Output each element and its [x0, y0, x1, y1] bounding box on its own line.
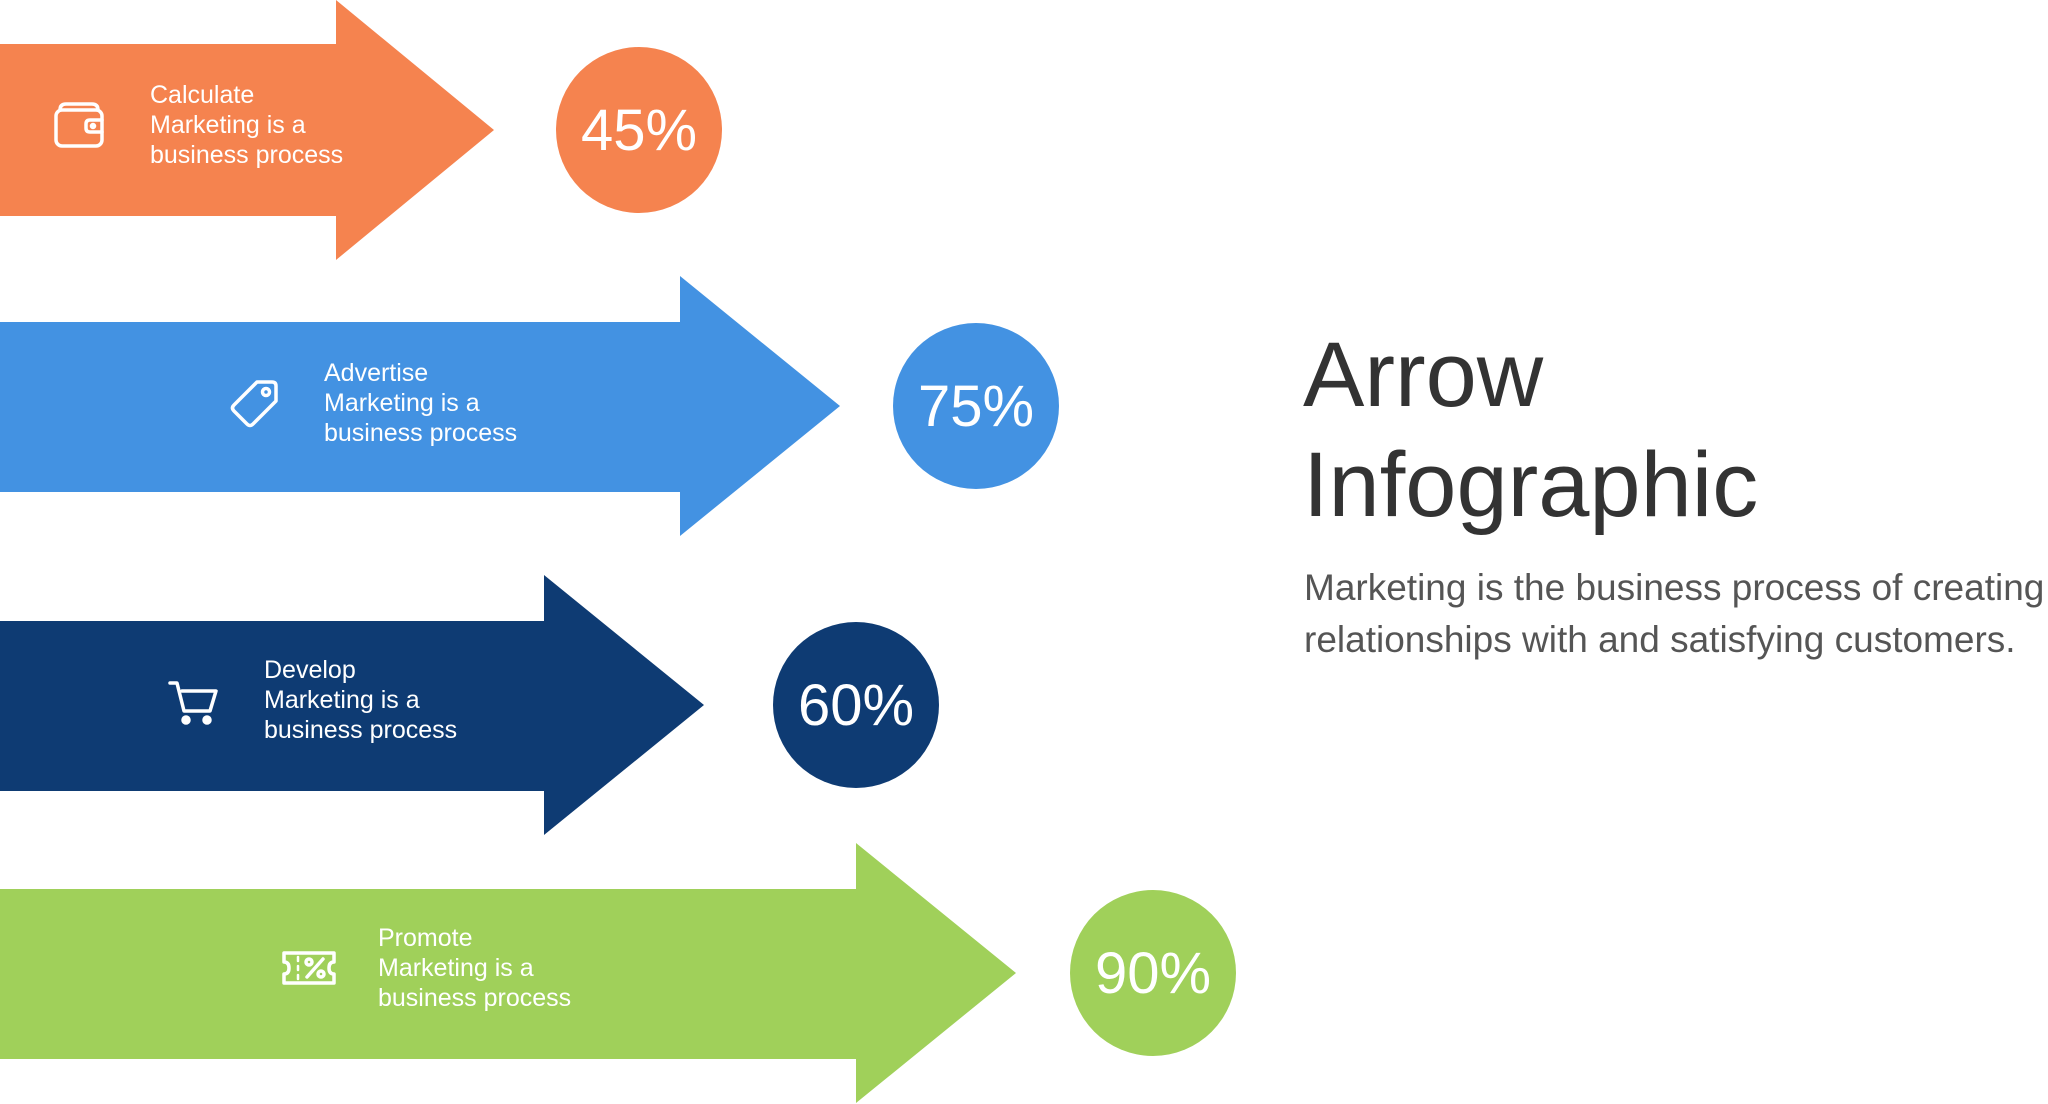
shopping-cart-icon — [166, 671, 224, 729]
step-description: Marketing is a business process — [378, 954, 572, 1012]
percent-badge: 90% — [1070, 890, 1236, 1056]
arrow-shape — [0, 575, 704, 835]
arrow-step-develop: Develop Marketing is a business process … — [0, 575, 1300, 835]
step-title: Advertise — [324, 359, 429, 387]
percent-badge: 75% — [893, 323, 1059, 489]
arrow-step-promote: Promote Marketing is a business process … — [0, 843, 1300, 1104]
step-description: Marketing is a business process — [264, 686, 458, 744]
arrow-body — [0, 0, 494, 260]
wallet-icon — [52, 96, 110, 154]
step-title: Develop — [264, 656, 356, 684]
arrow-body — [0, 276, 840, 536]
arrow-body — [0, 575, 704, 835]
arrow-step-calculate: Calculate Marketing is a business proces… — [0, 0, 1300, 260]
percent-badge: 60% — [773, 622, 939, 788]
arrow-shape — [0, 276, 840, 536]
arrow-shape — [0, 0, 494, 260]
page-title: Arrow Infographic — [1303, 324, 1759, 536]
step-description: Marketing is a business process — [150, 111, 344, 169]
arrow-shape — [0, 843, 1016, 1103]
subtitle-text: Marketing is the business process of cre… — [1304, 567, 2045, 660]
arrow-body — [0, 843, 1016, 1103]
page-subtitle: Marketing is the business process of cre… — [1304, 562, 2048, 666]
step-title: Promote — [378, 924, 473, 952]
percent-badge: 45% — [556, 47, 722, 213]
discount-coupon-icon — [280, 939, 338, 997]
price-tag-icon — [226, 374, 284, 432]
step-title: Calculate — [150, 81, 255, 109]
step-description: Marketing is a business process — [324, 389, 518, 447]
arrow-step-advertise: Advertise Marketing is a business proces… — [0, 276, 1300, 536]
